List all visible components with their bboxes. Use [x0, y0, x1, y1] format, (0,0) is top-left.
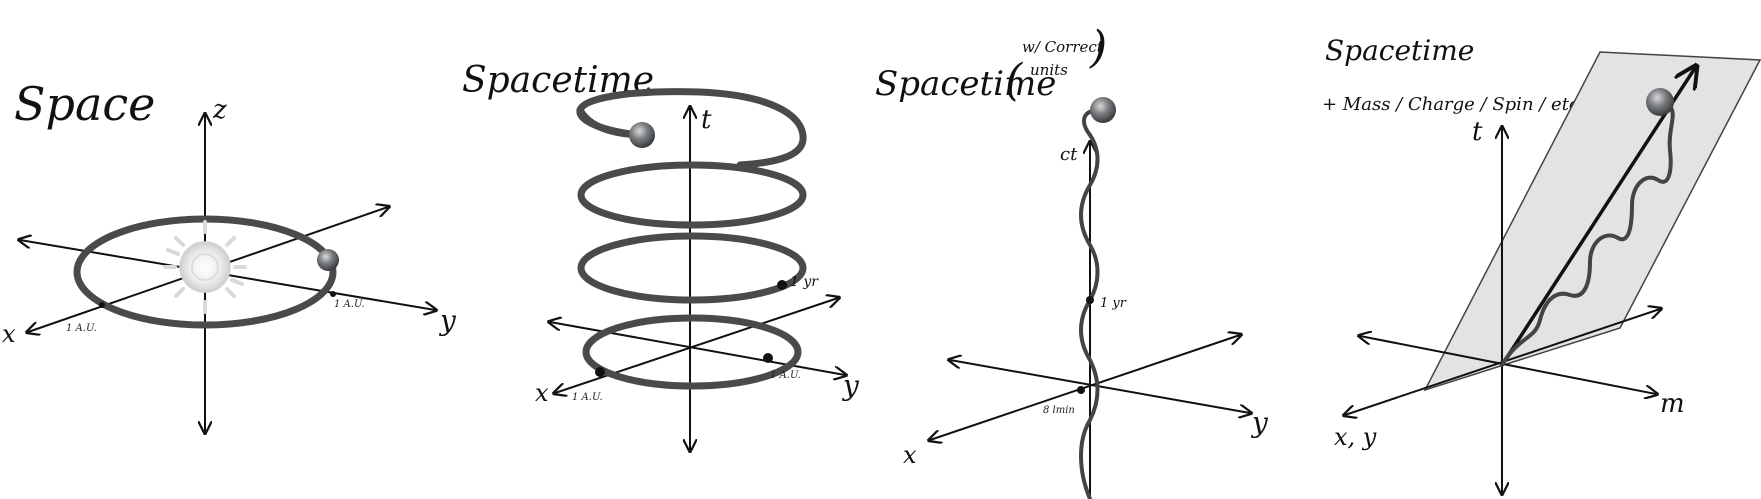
xy-axis-label: x, y [1334, 423, 1377, 451]
x-1au-mark [99, 302, 105, 308]
y-axis-label-2: y [841, 369, 860, 402]
earth-orbit [73, 215, 337, 329]
panel-spacetime-units: Spacetime ( w/ Correct units ) ct x y 1 … [875, 22, 1269, 499]
earth-icon-3 [1090, 97, 1116, 123]
panel-spacetime-units-title: Spacetime [875, 64, 1056, 104]
earth-worldline-wiggle-4 [1500, 99, 1675, 367]
earth-icon-2 [629, 122, 655, 148]
m-axis [1360, 336, 1656, 394]
t-axis-label: t [701, 105, 712, 135]
earth-worldline-helix [576, 88, 807, 390]
one-year-mark-3 [1086, 296, 1094, 304]
title-note-line2: units [1030, 61, 1068, 79]
panel-space: Space z x y [2, 77, 457, 432]
eight-lmin-label: 8 lmin [1043, 405, 1075, 416]
panel-spacetime-mass: Spacetime + Mass / Charge / Spin / etc. … [1322, 34, 1761, 493]
one-year-label: 1 yr [790, 274, 819, 290]
panel-spacetime: Spacetime t x y 1 A.U. 1 A.U. 1 yr [462, 60, 860, 450]
panel-spacetime-mass-subtitle: + Mass / Charge / Spin / etc. [1322, 94, 1585, 115]
y-axis-label: y [438, 304, 457, 337]
earth-icon-4 [1646, 88, 1674, 116]
earth-worldline-wiggle [1079, 108, 1102, 499]
z-axis-label: z [212, 95, 227, 125]
x-1au-label-2: 1 A.U. [572, 392, 603, 403]
y-1au-label-2: 1 A.U. [770, 370, 801, 381]
x-axis-label-2: x [535, 379, 549, 407]
ct-axis-label: ct [1060, 144, 1078, 165]
sun-icon [163, 220, 247, 314]
mass-worldline-arrow [1500, 68, 1695, 366]
x-axis-label: x [2, 320, 16, 348]
earth-icon [317, 249, 339, 271]
title-note-line1: w/ Correct [1022, 38, 1104, 56]
t-axis-label-4: t [1472, 117, 1483, 147]
panel-spacetime-mass-title: Spacetime [1325, 34, 1474, 67]
one-year-label-3: 1 yr [1100, 296, 1127, 311]
m-axis-label: m [1660, 389, 1685, 419]
title-paren-close: ) [1089, 22, 1107, 73]
y-1au-mark-2 [763, 353, 773, 363]
eight-lmin-mark [1077, 386, 1085, 394]
one-year-mark [777, 280, 787, 290]
y-axis-label-3: y [1250, 406, 1269, 439]
title-paren-open: ( [1005, 55, 1023, 106]
y-1au-mark [330, 291, 336, 297]
x-axis-label-3: x [903, 441, 917, 469]
panel-space-title: Space [14, 77, 155, 131]
x-1au-label: 1 A.U. [66, 323, 97, 334]
y-axis-2 [550, 322, 845, 375]
y-1au-label: 1 A.U. [334, 299, 365, 310]
y-axis-3 [950, 360, 1250, 413]
x-1au-mark-2 [595, 367, 605, 377]
